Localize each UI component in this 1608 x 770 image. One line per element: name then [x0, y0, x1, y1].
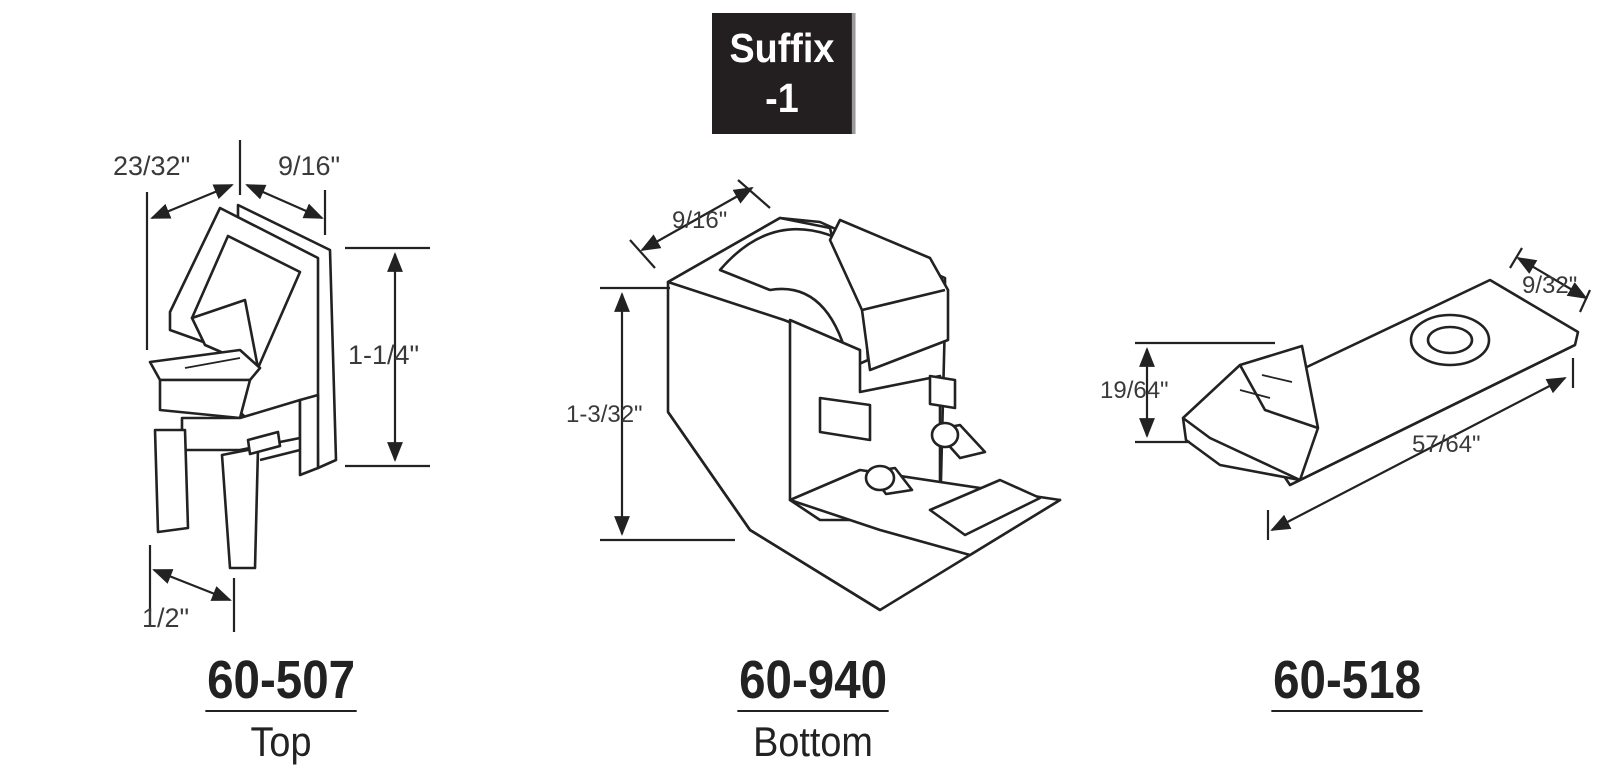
suffix-badge: Suffix -1	[712, 13, 852, 134]
part-label-bottom: Bottom	[753, 718, 873, 765]
part-60-940-drawing	[666, 216, 1062, 612]
part-60-518-drawing	[1181, 278, 1580, 487]
suffix-badge-line2: -1	[765, 75, 799, 121]
dim-60-507-leg-width: 1/2"	[142, 603, 189, 633]
technical-drawings: 23/32" 9/16" 1-1/4" 1/2" 9	[113, 140, 1592, 633]
dim-60-518-width: 9/32"	[1522, 272, 1577, 299]
dim-60-507-depth-top: 9/16"	[278, 151, 340, 181]
part-60-518-dimension-lines	[1135, 247, 1592, 540]
suffix-badge-line1: Suffix	[729, 25, 835, 71]
part-60-518-caption: 60-518	[1197, 650, 1497, 712]
dim-60-518-length: 57/64"	[1412, 431, 1481, 458]
part-number-60-518: 60-518	[1271, 650, 1423, 712]
part-60-940-dimension-lines	[600, 179, 771, 542]
dim-60-507-height: 1-1/4"	[348, 340, 419, 370]
part-label-top: Top	[250, 718, 312, 765]
part-number-60-507: 60-507	[205, 650, 357, 712]
dim-60-940-width: 9/16"	[672, 207, 727, 234]
part-number-60-940: 60-940	[737, 650, 889, 712]
dim-60-507-width-top: 23/32"	[113, 151, 190, 181]
dim-60-940-height: 1-3/32"	[566, 401, 643, 428]
part-60-507-caption: 60-507 Top	[131, 650, 431, 768]
part-60-507-drawing	[148, 203, 338, 570]
dim-60-518-height: 19/64"	[1100, 377, 1169, 404]
part-60-507-dimension-lines	[145, 140, 430, 632]
part-60-940-caption: 60-940 Bottom	[663, 650, 963, 768]
